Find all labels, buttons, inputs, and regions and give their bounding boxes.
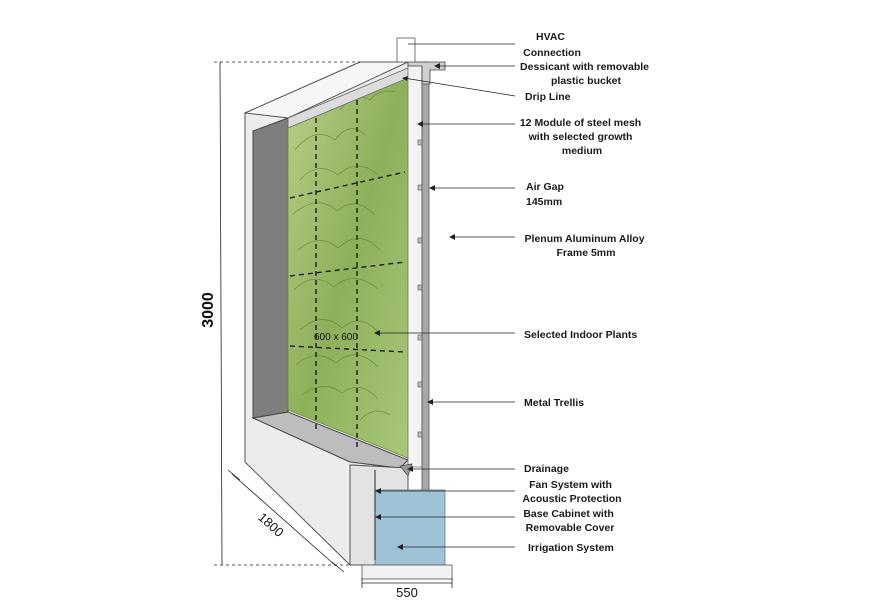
label-metal-trellis: Metal Trellis bbox=[524, 397, 584, 409]
leader-lines bbox=[374, 43, 516, 550]
label-plenum-frame: Plenum Aluminum Alloy Frame 5mm bbox=[525, 233, 648, 259]
panel-inner-side bbox=[252, 117, 289, 419]
height-dimension-label: 3000 bbox=[200, 292, 217, 328]
label-air-gap: Air Gap 145mm bbox=[526, 181, 567, 208]
width-dimension bbox=[227, 469, 345, 573]
plant-wall bbox=[287, 71, 409, 459]
label-fan-system: Fan System with Acoustic Protection bbox=[522, 479, 621, 505]
label-indoor-plants: Selected Indoor Plants bbox=[524, 329, 637, 341]
irrigation-tank bbox=[374, 489, 446, 566]
mesh-clips bbox=[417, 139, 424, 438]
label-drainage: Drainage bbox=[524, 463, 569, 475]
label-dessicant: Dessicant with removable plastic bucket bbox=[520, 61, 652, 87]
label-base-cabinet: Base Cabinet with Removable Cover bbox=[523, 508, 616, 534]
label-steel-mesh: 12 Module of steel mesh with selected gr… bbox=[520, 117, 644, 157]
hvac-box bbox=[396, 37, 416, 63]
panel-bottom-ledge bbox=[251, 411, 409, 469]
label-irrigation: Irrigation System bbox=[528, 542, 614, 554]
depth-dimension bbox=[361, 578, 453, 588]
labels: HVAC Connection Dessicant with removable… bbox=[520, 31, 652, 554]
base-plinth bbox=[361, 564, 453, 580]
height-dimension bbox=[214, 61, 360, 566]
plant-texture bbox=[291, 90, 396, 421]
label-hvac: HVAC Connection bbox=[523, 31, 581, 59]
module-grid bbox=[289, 100, 406, 447]
width-dimension-label: 1800 bbox=[255, 509, 287, 539]
depth-dimension-label: 550 bbox=[396, 585, 418, 600]
dessicant-bucket bbox=[407, 61, 446, 85]
label-drip-line: Drip Line bbox=[525, 91, 571, 103]
module-size-label: 600 x 600 bbox=[314, 332, 358, 343]
